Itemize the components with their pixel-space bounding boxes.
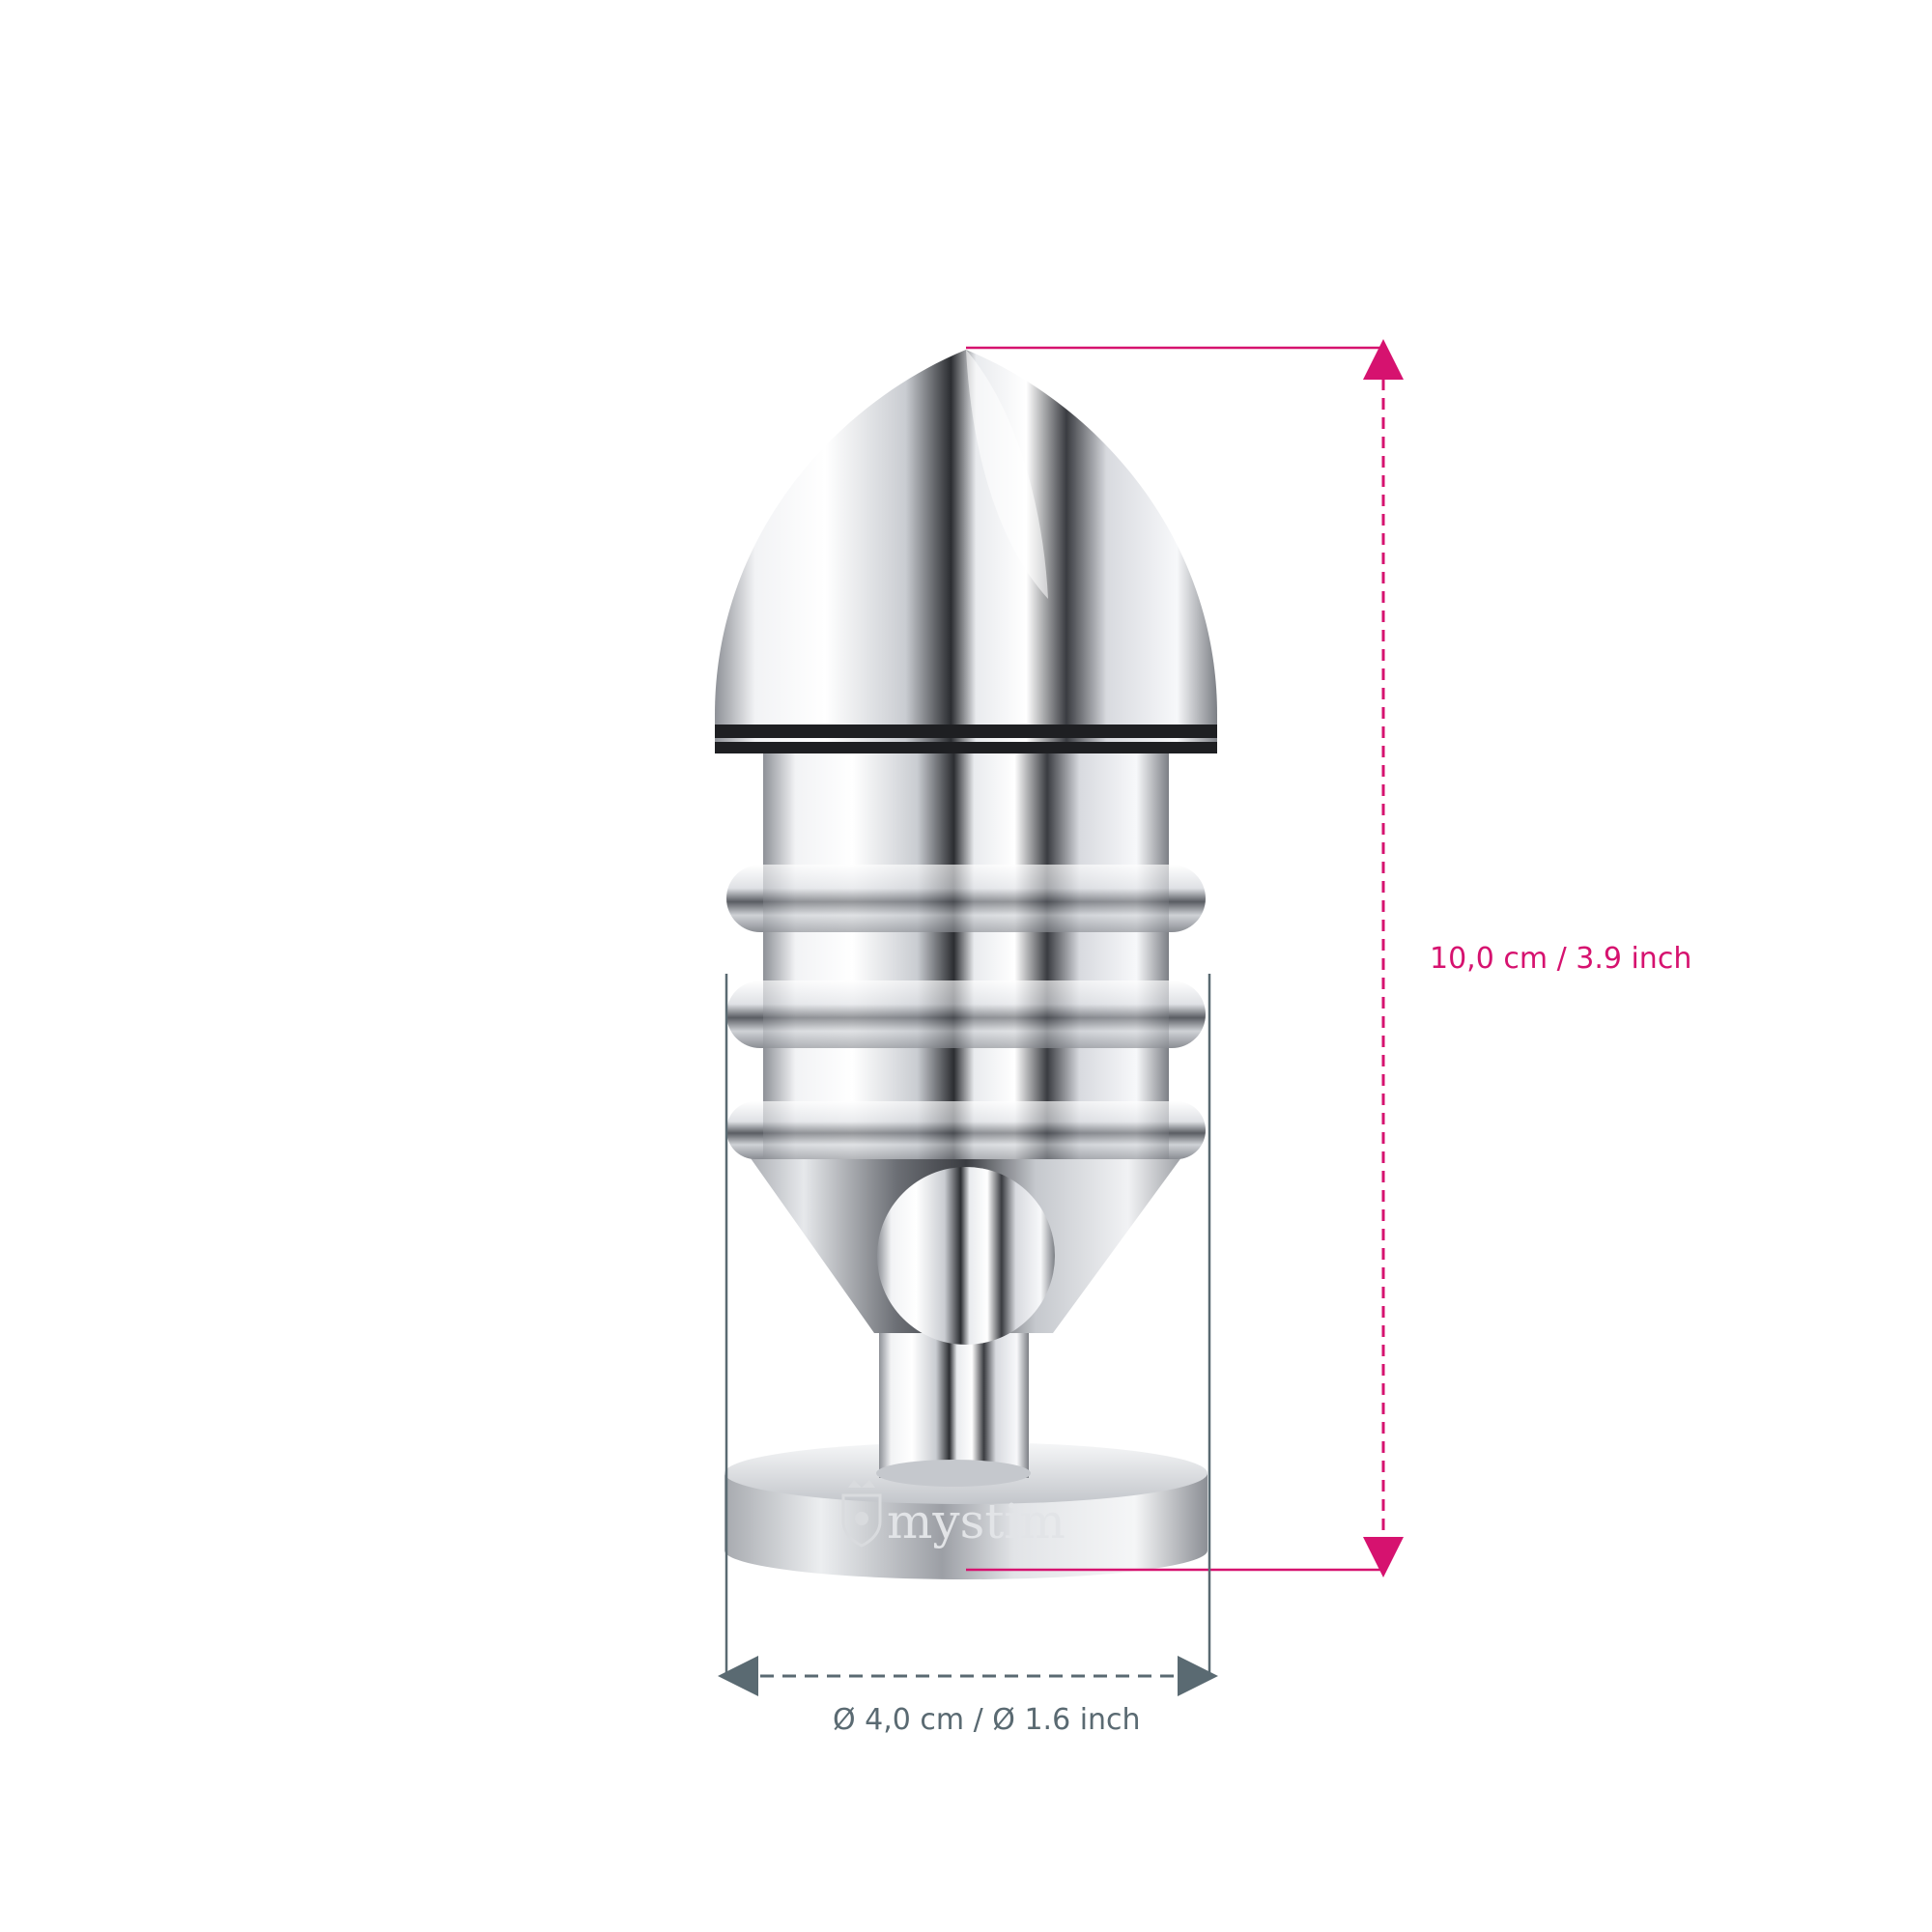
ball bbox=[877, 1167, 1055, 1345]
product-body bbox=[715, 350, 1217, 1579]
black-band bbox=[715, 742, 1217, 753]
height-dimension bbox=[966, 339, 1404, 1577]
diameter-dimension-label: Ø 4,0 cm / Ø 1.6 inch bbox=[833, 1703, 1141, 1737]
bullet-tip bbox=[715, 350, 1217, 753]
width-dimension bbox=[718, 974, 1218, 1696]
brand-logo-text: mystim bbox=[887, 1493, 1065, 1549]
crown-shield-icon bbox=[841, 1480, 882, 1548]
black-band bbox=[715, 724, 1217, 738]
height-dimension-label: 10,0 cm / 3.9 inch bbox=[1430, 942, 1692, 976]
shaft-core bbox=[763, 753, 1169, 1140]
brand-logo: mystim bbox=[841, 1480, 1065, 1549]
